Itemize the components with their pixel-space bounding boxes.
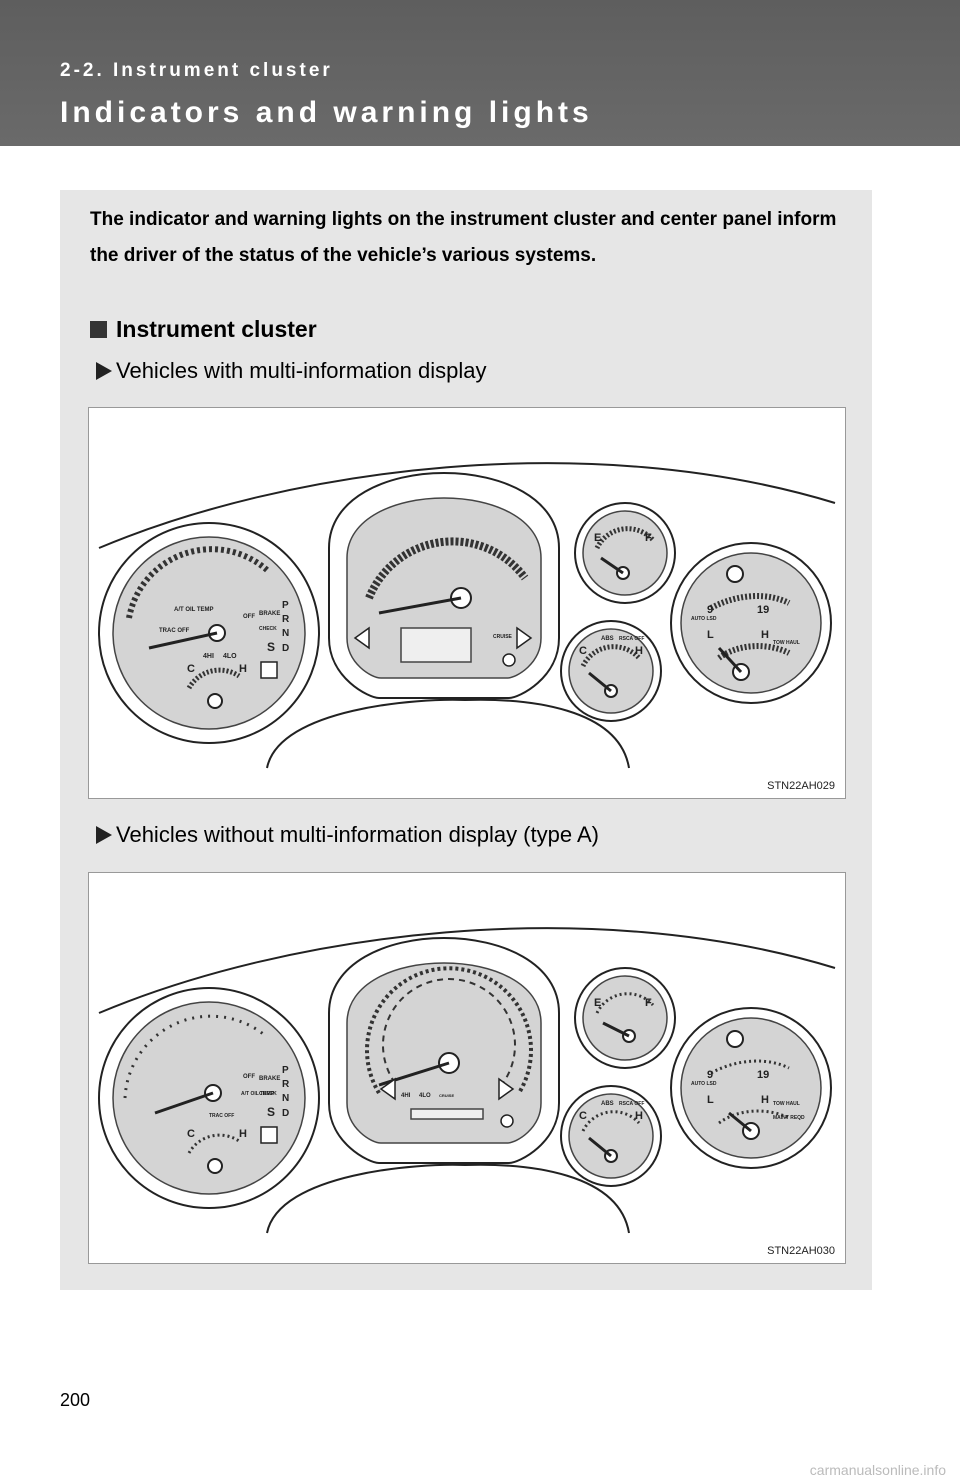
label-gear-n: N (282, 628, 289, 639)
label-auto-lsd: AUTO LSD (691, 1081, 717, 1087)
label-tow-haul: TOW HAUL (773, 1101, 800, 1107)
label-4hi: 4HI (203, 653, 214, 660)
label-4lo: 4LO (223, 653, 237, 660)
variant-label-1: Vehicles with multi-information display (96, 358, 487, 384)
variant-label-text: Vehicles without multi-information displ… (116, 822, 599, 847)
label-maint-reqd: MAINT REQD (773, 1115, 805, 1121)
figure-code: STN22AH030 (767, 1245, 835, 1257)
label-auto-lsd: AUTO LSD (691, 616, 717, 622)
label-gear-d: D (282, 1108, 289, 1119)
label-off: OFF (243, 614, 255, 620)
variant-label-2: Vehicles without multi-information displ… (96, 822, 599, 848)
label-nine: 9 (707, 1069, 713, 1081)
subheading: Instrument cluster (90, 316, 317, 343)
label-4lo: 4LO (419, 1093, 431, 1099)
label-rsca-off: RSCA OFF (619, 636, 644, 642)
label-brake: BRAKE (259, 611, 280, 617)
variant-label-text: Vehicles with multi-information display (116, 358, 487, 383)
label-check: CHECK (259, 626, 277, 632)
label-at-oil-temp: A/T OIL TEMP (241, 1091, 275, 1097)
label-check: CHECK (259, 1091, 277, 1097)
triangle-bullet-icon (96, 826, 112, 844)
label-high: H (761, 1094, 769, 1106)
square-bullet-icon (90, 321, 107, 338)
label-nineteen: 19 (757, 604, 769, 616)
label-full: F (645, 997, 652, 1009)
label-off: OFF (243, 1074, 255, 1080)
label-temp-cold: C (579, 1110, 587, 1122)
label-temp-hot: H (635, 645, 643, 657)
label-high: H (761, 629, 769, 641)
triangle-bullet-icon (96, 362, 112, 380)
label-abs: ABS (601, 1101, 614, 1107)
label-at-oil-temp: A/T OIL TEMP (174, 607, 214, 613)
label-nineteen: 19 (757, 1069, 769, 1081)
cluster-figure-1: A/T OIL TEMP BRAKE TRAC OFF OFF CHECK 4H… (88, 407, 846, 799)
chapter-header: 2-2. Instrument cluster Indicators and w… (0, 0, 960, 146)
label-trac-off: TRAC OFF (159, 628, 190, 634)
label-brake: BRAKE (259, 1076, 280, 1082)
label-rsca-off: RSCA OFF (619, 1101, 644, 1107)
figure-code: STN22AH029 (767, 780, 835, 792)
subheading-text: Instrument cluster (116, 316, 317, 342)
watermark: carmanualsonline.info (809, 1462, 946, 1478)
label-temp-hot: H (635, 1110, 643, 1122)
label-gear-p: P (282, 600, 289, 611)
label-abs: ABS (601, 636, 614, 642)
label-empty: E (594, 532, 601, 544)
label-gear-r: R (282, 1079, 290, 1090)
label-hot: H (239, 1128, 247, 1140)
label-4hi: 4HI (401, 1093, 411, 1099)
label-empty: E (594, 997, 601, 1009)
label-low: L (707, 629, 714, 641)
cluster-illustration-2: OFF BRAKE A/T OIL TEMP CHECK TRAC OFF P … (98, 927, 836, 1234)
section-label: 2-2. Instrument cluster (60, 60, 333, 81)
cluster-figure-2: OFF BRAKE A/T OIL TEMP CHECK TRAC OFF P … (88, 872, 846, 1264)
label-low: L (707, 1094, 714, 1106)
label-cruise: CRUISE (439, 1093, 454, 1098)
intro-paragraph: The indicator and warning lights on the … (90, 209, 837, 266)
label-gear-n: N (282, 1093, 289, 1104)
label-hot: H (239, 663, 247, 675)
label-cold: C (187, 663, 195, 675)
label-gear-s: S (267, 640, 275, 654)
label-cold: C (187, 1128, 195, 1140)
label-tow-haul: TOW HAUL (773, 640, 800, 646)
label-trac-off: TRAC OFF (209, 1113, 234, 1119)
cluster-illustration-1: A/T OIL TEMP BRAKE TRAC OFF OFF CHECK 4H… (98, 462, 836, 769)
page-number: 200 (60, 1390, 91, 1410)
label-temp-cold: C (579, 645, 587, 657)
label-gear-p: P (282, 1065, 289, 1076)
label-nine: 9 (707, 604, 713, 616)
label-full: F (645, 532, 652, 544)
label-gear-s: S (267, 1105, 275, 1119)
label-gear-r: R (282, 614, 290, 625)
label-cruise: CRUISE (493, 634, 513, 640)
page-title: Indicators and warning lights (60, 96, 593, 129)
label-gear-d: D (282, 643, 289, 654)
